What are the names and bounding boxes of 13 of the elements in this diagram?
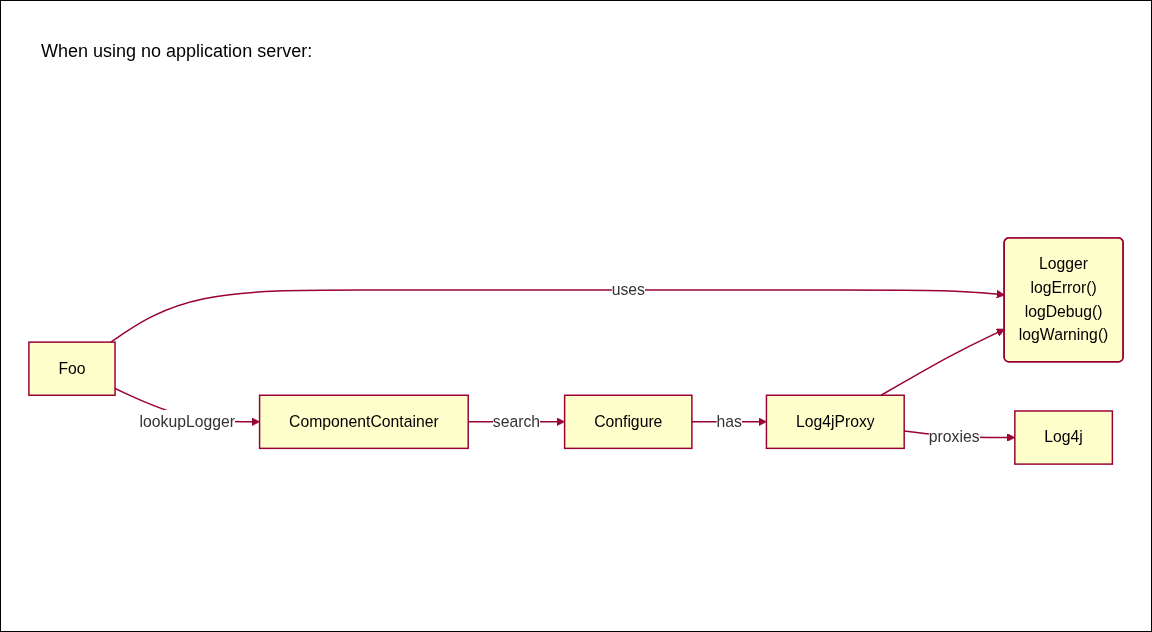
edge-label: proxies: [928, 428, 980, 446]
edge-label: search: [492, 412, 541, 430]
edge-label: uses: [611, 281, 645, 298]
node-box: Configure: [563, 394, 693, 450]
edge-label: has: [716, 412, 742, 430]
edge-label: lookupLogger: [139, 412, 235, 430]
diagram-title: When using no application server:: [41, 41, 313, 62]
arrow: [880, 328, 1005, 396]
node-box: ComponentContainer: [258, 394, 469, 450]
arrow: [110, 289, 1005, 343]
node-box: Log4j: [1014, 410, 1114, 465]
node-box: Log4jProxy: [765, 394, 905, 450]
node-box: Foo: [28, 341, 116, 396]
